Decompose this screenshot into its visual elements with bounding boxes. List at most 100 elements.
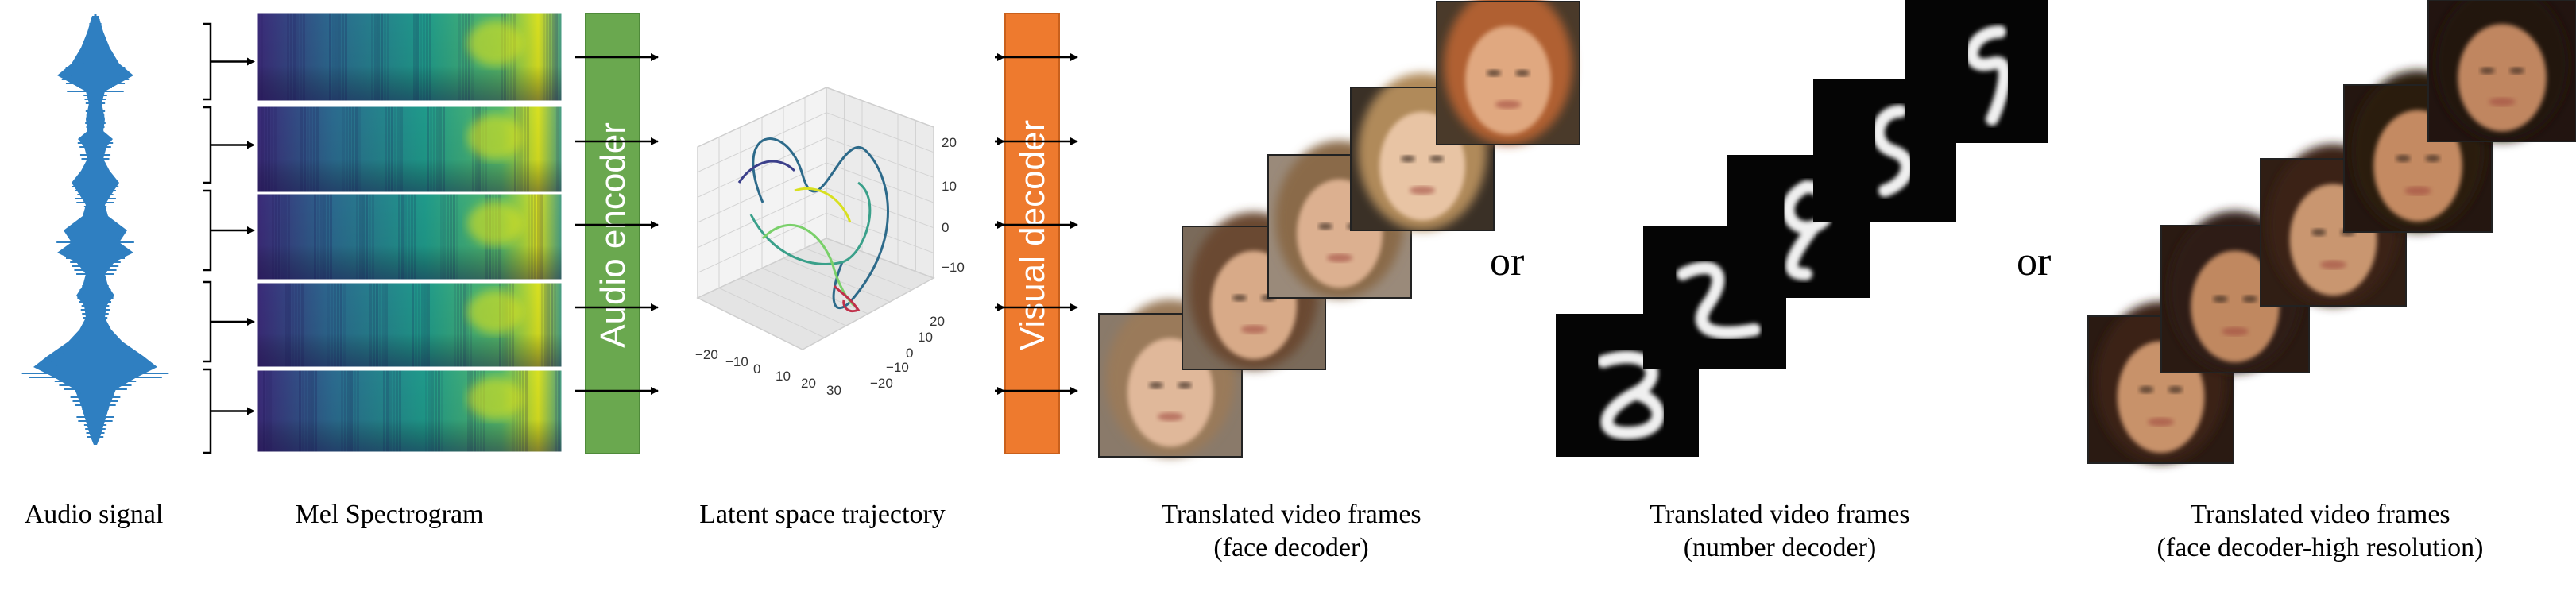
y-tick-label: 20	[930, 314, 945, 329]
z-tick-label: 0	[942, 220, 949, 235]
caption-number-frames: Translated video frames (number decoder)	[1601, 498, 1959, 565]
spectrogram-texture	[401, 193, 404, 280]
spectrogram-texture	[466, 282, 469, 368]
spectrogram-peak-4	[467, 290, 524, 334]
spectrogram-texture	[362, 193, 365, 280]
spectrogram-texture	[285, 282, 288, 368]
spectrogram-texture	[327, 193, 329, 280]
spectrogram-texture	[397, 106, 400, 195]
spectrogram-texture	[320, 193, 323, 280]
spectrogram-texture	[347, 369, 350, 453]
spectrogram-texture	[441, 369, 443, 453]
spectrogram-texture	[354, 369, 356, 453]
digit-stroke	[1677, 261, 1761, 339]
spectrogram-texture	[359, 193, 362, 280]
spectrogram-texture	[393, 369, 395, 453]
spectrogram-texture	[274, 106, 277, 195]
eye-left	[1232, 294, 1247, 302]
spectrogram-texture	[371, 12, 373, 102]
trajectory-segment-5	[833, 284, 861, 313]
spectrogram-peak-3	[467, 202, 524, 245]
spectrogram-texture	[298, 282, 300, 368]
digit-stroke	[1872, 105, 1914, 197]
spectrogram-texture	[261, 106, 264, 195]
spectrogram-texture	[428, 369, 431, 453]
face-frames	[1098, 0, 1580, 458]
spectrogram-texture	[408, 193, 410, 280]
frame-border	[1436, 1, 1580, 145]
eye-left	[1318, 222, 1332, 230]
spectrogram-texture	[288, 282, 291, 368]
spectrogram-texture	[421, 282, 424, 368]
spectrogram-texture	[382, 282, 385, 368]
eye-left	[2213, 295, 2228, 303]
face-region	[2458, 24, 2547, 132]
caption-audio-signal: Audio signal	[24, 500, 164, 529]
spectrogram-texture	[439, 106, 442, 195]
frame-border	[1350, 87, 1495, 231]
spectrogram-texture	[554, 282, 556, 368]
spectrogram-texture	[327, 282, 330, 368]
z-tick-label: −10	[942, 260, 965, 275]
spectrogram-texture	[416, 12, 419, 102]
mouth	[2222, 326, 2249, 336]
segment-brackets	[203, 22, 255, 454]
eye-left	[2311, 228, 2327, 237]
spectrogram-texture	[391, 106, 393, 195]
spectrogram-texture	[456, 193, 458, 280]
spectrogram-texture	[525, 369, 528, 453]
spectrogram-texture	[304, 106, 306, 195]
spectrogram-texture	[462, 12, 464, 102]
or-separator-2: or	[2017, 239, 2052, 284]
hires-face-frame-5	[2427, 0, 2576, 142]
spectrogram-texture	[355, 106, 358, 195]
spectrogram-texture	[414, 193, 416, 280]
spectrogram-texture	[350, 369, 353, 453]
spectrogram-texture	[396, 369, 398, 453]
spectrogram-texture	[281, 193, 284, 280]
face-frame-2	[1182, 212, 1326, 370]
audio-encoder-label: Audio encoder	[594, 122, 632, 348]
eye-right	[1429, 155, 1444, 163]
spectrogram-texture	[534, 193, 536, 280]
spectrogram-texture	[317, 193, 319, 280]
mouth	[1495, 100, 1522, 109]
spectrogram-texture	[531, 193, 533, 280]
spectrogram-texture	[555, 12, 558, 102]
eye-left	[1401, 155, 1415, 163]
spectrogram-texture	[343, 282, 346, 368]
number-frames	[1556, 0, 2048, 457]
eye-right	[2168, 385, 2183, 394]
spectrogram-texture	[316, 106, 319, 195]
spectrogram-texture	[352, 106, 354, 195]
spectrogram-texture	[547, 282, 550, 368]
spectrogram-texture	[344, 369, 346, 453]
spectrogram-texture	[413, 12, 416, 102]
spectrogram-texture	[556, 106, 559, 195]
spectrogram-texture	[399, 369, 401, 453]
spectrogram-texture	[271, 106, 273, 195]
spectrogram-peak-5	[467, 377, 524, 419]
spectrogram-texture	[358, 106, 361, 195]
caption-hires-frames: Translated video frames (face decoder-hi…	[2114, 498, 2527, 565]
spectrogram-texture	[372, 193, 374, 280]
trajectory-segment-2	[749, 181, 872, 265]
spectrogram-texture	[387, 12, 389, 102]
caption-face-line2: (face decoder)	[1213, 533, 1369, 562]
eye-left	[2396, 154, 2411, 163]
spectrogram-texture	[418, 282, 420, 368]
spectrogram-texture	[278, 193, 280, 280]
mouth	[2489, 97, 2516, 106]
x-tick-label: 20	[801, 376, 816, 391]
eye-right	[2509, 67, 2524, 75]
spectrogram-texture	[357, 369, 359, 453]
y-tick-label: 0	[906, 346, 913, 361]
spectrogram-texture	[427, 106, 429, 195]
caption-hires-line1: Translated video frames	[2190, 500, 2450, 529]
encoder-output-arrows	[575, 53, 659, 395]
spectrogram-texture	[453, 193, 455, 280]
spectrogram-texture	[537, 193, 540, 280]
spectrogram-texture	[331, 282, 333, 368]
spectrogram-texture	[300, 106, 303, 195]
frame-border	[2343, 84, 2493, 233]
